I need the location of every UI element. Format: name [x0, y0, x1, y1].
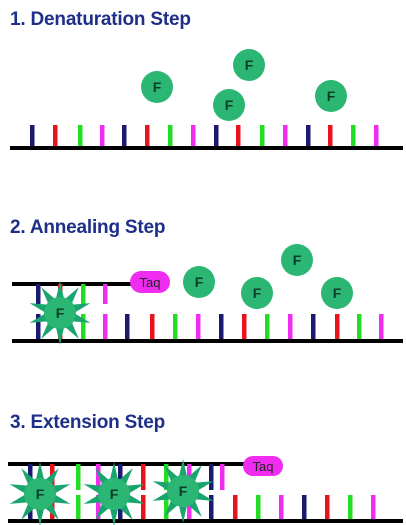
- template-backbone: [8, 519, 403, 523]
- template-base: [36, 314, 41, 341]
- extended-base: [96, 464, 101, 490]
- strand-base: [145, 125, 150, 148]
- strand-base: [100, 125, 105, 148]
- probe-fluorophore: [167, 475, 199, 507]
- template-base: [76, 495, 81, 521]
- strand-base: [78, 125, 83, 148]
- primer-backbone: [12, 282, 133, 286]
- template-base: [379, 314, 384, 341]
- probe-fluorophore: [281, 244, 313, 276]
- template-base: [242, 314, 247, 341]
- extended-base: [220, 464, 225, 490]
- template-base: [187, 495, 192, 521]
- probe-label: F: [225, 97, 234, 113]
- probe-label: F: [179, 483, 188, 499]
- probe-label: F: [293, 252, 302, 268]
- probe-fluorophore: [24, 478, 56, 510]
- probe-fluorophore: [141, 71, 173, 103]
- extended-base: [118, 464, 123, 490]
- probe-fluorophore: [241, 277, 273, 309]
- strand-base: [351, 125, 356, 148]
- probe-fluorophore: [98, 478, 130, 510]
- template-base: [219, 314, 224, 341]
- taq-polymerase: [243, 456, 283, 476]
- probe-label: F: [153, 79, 162, 95]
- template-base: [357, 314, 362, 341]
- template-base: [288, 314, 293, 341]
- template-base: [265, 314, 270, 341]
- probe-fluorophore: [213, 89, 245, 121]
- probe-label: F: [195, 274, 204, 290]
- strand-base: [168, 125, 173, 148]
- probe-fluorophore: [233, 49, 265, 81]
- template-base: [311, 314, 316, 341]
- probe-fluorophore: [183, 266, 215, 298]
- strand-base: [214, 125, 219, 148]
- template-base: [233, 495, 238, 521]
- probe-label: F: [245, 57, 254, 73]
- template-backbone: [12, 339, 403, 343]
- extended-base: [209, 464, 214, 490]
- taq-label: Taq: [253, 459, 274, 474]
- strand-base: [122, 125, 127, 148]
- strand-base: [260, 125, 265, 148]
- probe-label: F: [253, 285, 262, 301]
- probe-label: F: [333, 285, 342, 301]
- primer-base: [36, 284, 41, 304]
- template-base: [196, 314, 201, 341]
- template-base: [81, 314, 86, 341]
- step-title-annealing: 2. Annealing Step: [10, 217, 166, 238]
- strand-base: [374, 125, 379, 148]
- template-base: [325, 495, 330, 521]
- template-base: [348, 495, 353, 521]
- strand-base: [306, 125, 311, 148]
- strand-base: [236, 125, 241, 148]
- taq-label: Taq: [140, 275, 161, 290]
- dna-backbone: [10, 146, 403, 150]
- template-base: [96, 495, 101, 521]
- template-base: [150, 314, 155, 341]
- step-title-extension: 3. Extension Step: [10, 412, 165, 433]
- template-base: [173, 314, 178, 341]
- template-base: [279, 495, 284, 521]
- probe-label: F: [327, 88, 336, 104]
- probe-fluorophore: [321, 277, 353, 309]
- probe-label: F: [56, 305, 65, 321]
- template-base: [209, 495, 214, 521]
- extended-base: [76, 464, 81, 490]
- probe-fluorophore: [315, 80, 347, 112]
- template-base: [125, 314, 130, 341]
- taq-polymerase: [130, 271, 170, 293]
- template-base: [164, 495, 169, 521]
- extended-base: [164, 464, 169, 490]
- probe-label: F: [36, 486, 45, 502]
- extended-base: [141, 464, 146, 490]
- template-base: [335, 314, 340, 341]
- strand-base: [191, 125, 196, 148]
- template-base: [371, 495, 376, 521]
- template-base: [141, 495, 146, 521]
- primer-base: [103, 284, 108, 304]
- strand-base: [283, 125, 288, 148]
- strand-base: [30, 125, 35, 148]
- probe-label: F: [110, 486, 119, 502]
- primer-base: [81, 284, 86, 304]
- step-title-denaturation: 1. Denaturation Step: [10, 9, 191, 30]
- template-base: [256, 495, 261, 521]
- strand-base: [53, 125, 58, 148]
- template-base: [302, 495, 307, 521]
- strand-base: [328, 125, 333, 148]
- template-base: [103, 314, 108, 341]
- probe-fluorophore: [44, 297, 76, 329]
- extended-backbone: [8, 462, 244, 466]
